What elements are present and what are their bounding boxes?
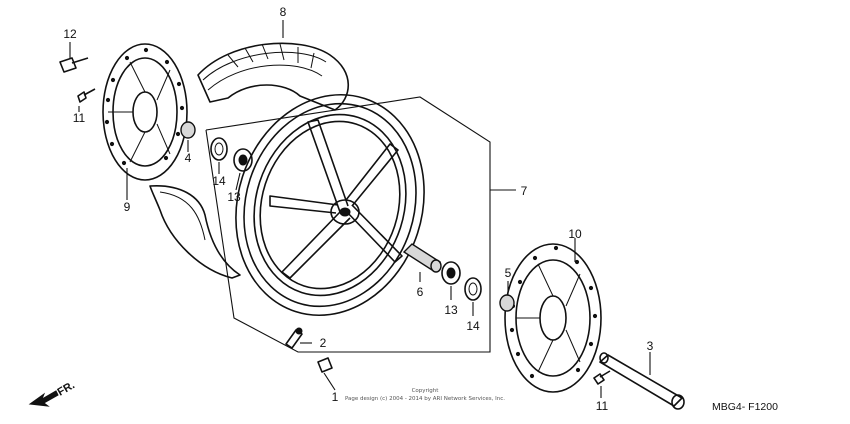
front-axle[interactable] xyxy=(599,352,685,410)
callout-11-right: 11 xyxy=(596,399,609,413)
callout-14-right: 14 xyxy=(466,319,480,333)
callout-13-left: 13 xyxy=(227,190,241,204)
brake-disc-right[interactable] xyxy=(504,243,602,393)
bolt-12[interactable] xyxy=(59,57,89,73)
callout-10: 10 xyxy=(568,227,582,241)
assembly-outline xyxy=(205,96,491,353)
callout-13-right: 13 xyxy=(444,303,458,317)
air-valve[interactable] xyxy=(285,327,303,349)
fr-label: FR. xyxy=(56,379,77,398)
callout-1: 1 xyxy=(332,390,339,404)
bearing-right[interactable] xyxy=(441,261,461,285)
spacer-collar[interactable] xyxy=(402,243,442,273)
callout-3: 3 xyxy=(647,339,654,353)
callout-4: 4 xyxy=(185,151,192,165)
fender[interactable] xyxy=(149,185,241,279)
callout-6: 6 xyxy=(417,285,424,299)
diagram-code: MBG4- F1200 xyxy=(712,401,778,413)
balance-weight[interactable] xyxy=(317,357,333,373)
callout-2: 2 xyxy=(320,336,327,350)
dust-seal-right[interactable] xyxy=(464,277,482,301)
front-wheel[interactable] xyxy=(208,70,452,340)
tire[interactable] xyxy=(197,42,349,111)
callout-8: 8 xyxy=(280,5,287,19)
leader-lines xyxy=(69,20,651,398)
copyright-line-2: Page design (c) 2004 - 2014 by ARI Netwo… xyxy=(345,396,505,402)
brake-disc-left[interactable] xyxy=(102,43,188,181)
callout-5: 5 xyxy=(505,266,512,280)
callout-9: 9 xyxy=(124,200,131,214)
side-collar-left[interactable] xyxy=(180,121,196,139)
callout-14-left: 14 xyxy=(212,174,226,188)
dust-seal-left[interactable] xyxy=(210,137,228,161)
front-direction-arrow: FR. xyxy=(28,379,77,407)
callout-12: 12 xyxy=(63,27,77,41)
bolt-11-right[interactable] xyxy=(593,370,611,385)
side-collar-right[interactable] xyxy=(499,294,515,312)
bolt-11-left[interactable] xyxy=(77,88,96,103)
callout-7: 7 xyxy=(521,184,528,198)
bearing-left[interactable] xyxy=(233,148,253,172)
copyright-line-1: Copyright xyxy=(412,388,440,394)
callout-11-left: 11 xyxy=(73,111,86,125)
